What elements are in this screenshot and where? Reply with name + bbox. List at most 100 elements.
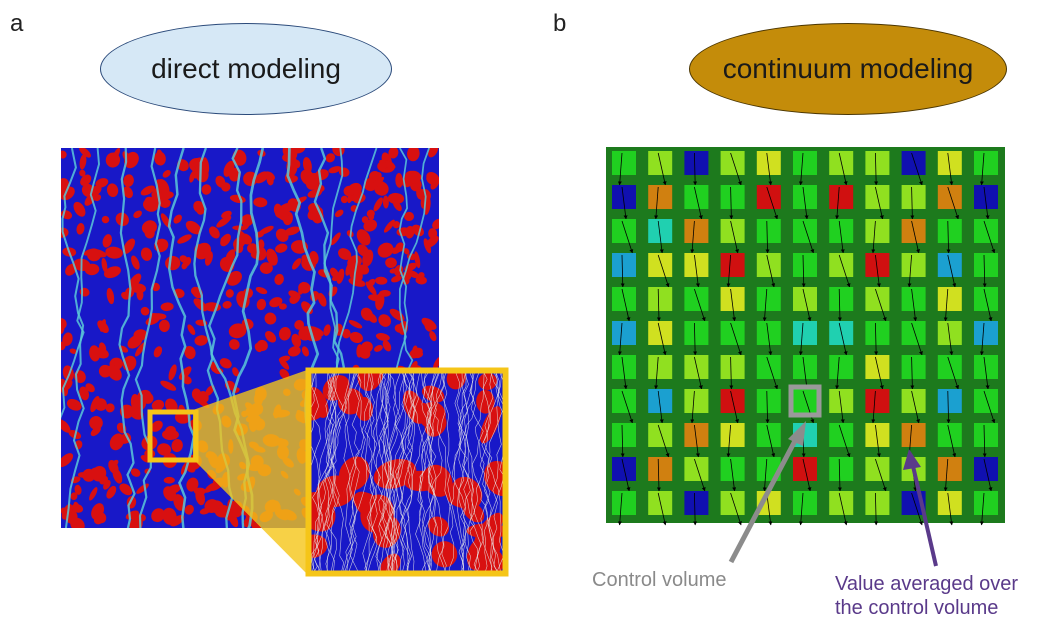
streamline [362,373,382,571]
grid-cell [901,253,926,277]
solid-grain [154,151,166,166]
velocity-arrow [730,288,737,322]
solid-grain [71,503,84,513]
streamline [398,373,407,571]
solid-grain [129,273,142,288]
zoom-solid-grain [431,541,458,568]
grid-cell [829,287,854,311]
solid-grain [264,171,275,181]
velocity-arrow [656,458,661,492]
velocity-arrow [766,254,776,288]
solid-grain [124,151,139,169]
velocity-arrow [617,152,623,186]
solid-grain [284,148,297,156]
solid-grain [329,267,339,279]
grid-cell [612,491,636,515]
solid-grain [219,358,232,369]
velocity-arrow [874,152,879,186]
velocity-arrow [802,186,809,220]
velocity-arrow [694,356,703,390]
velocity-arrow [907,254,912,288]
grid-cell [865,287,890,311]
solid-grain [186,477,199,492]
velocity-arrow [838,390,845,424]
solid-grain [130,468,141,477]
velocity-arrow [835,356,840,390]
direct-modeling-title: direct modeling [100,23,392,115]
velocity-arrow [657,220,664,254]
velocity-arrow [875,254,881,288]
grid-cell [756,389,781,413]
solid-grain [61,453,74,468]
solid-grain [368,294,384,302]
zoom-solid-grain [311,387,329,418]
streamline [457,373,468,571]
velocity-arrow [765,220,770,254]
solid-grain [258,239,265,249]
solid-grain [162,169,171,178]
velocity-arrow [946,220,951,254]
velocity-arrow [911,152,923,186]
solid-grain [288,290,301,300]
velocity-arrow [875,356,884,390]
solid-grain [189,171,196,183]
solid-grain [112,468,123,484]
solid-grain [403,248,410,255]
grid-cell [865,321,890,345]
streamline [456,373,481,571]
solid-grain [196,206,205,215]
solid-grain [375,333,390,341]
grid-cell [756,219,781,243]
velocity-arrow [838,492,848,526]
grid-cell [612,389,636,413]
velocity-arrow [693,322,698,356]
solid-grain [99,319,106,332]
solid-grain [95,178,109,188]
solid-grain [387,192,405,205]
solid-grain [302,157,312,174]
callout-arrows [728,421,938,567]
velocity-arrow [730,220,739,254]
solid-grain [151,508,165,523]
panel-label-a: a [10,10,24,37]
velocity-arrow [979,322,985,356]
solid-grain [423,238,432,254]
solid-grain [405,170,422,184]
solid-grain [168,364,177,381]
velocity-arrow [979,152,985,186]
flow-channel [134,148,162,528]
solid-grain [367,312,377,323]
solid-grain [291,333,302,348]
solid-grain [334,209,344,218]
solid-grain [405,225,415,239]
velocity-arrow [837,288,842,322]
zoom-solid-grain [483,460,503,497]
velocity-arrow [621,356,628,390]
solid-grain [220,236,228,245]
solid-grain [181,262,188,270]
solid-grain [61,503,73,520]
velocity-arrow [798,152,804,186]
solid-grain [82,468,96,482]
streamline [343,373,372,571]
solid-grain [106,485,117,499]
solid-grain [133,210,142,219]
grid-cell [684,457,709,481]
velocity-arrow [693,492,698,526]
control-volume-arrow [728,435,800,564]
grid-cell [829,185,854,209]
streamline [436,373,467,571]
solid-grain [106,183,119,198]
velocity-arrow [983,356,990,390]
solid-grain [101,215,110,224]
flow-channel [167,148,196,528]
solid-grain [309,250,319,265]
velocity-arrow [911,288,918,322]
velocity-arrow [802,458,812,492]
streamline [327,373,345,571]
solid-grain [341,328,351,339]
velocity-arrow [838,152,848,186]
solid-grain [71,519,79,527]
